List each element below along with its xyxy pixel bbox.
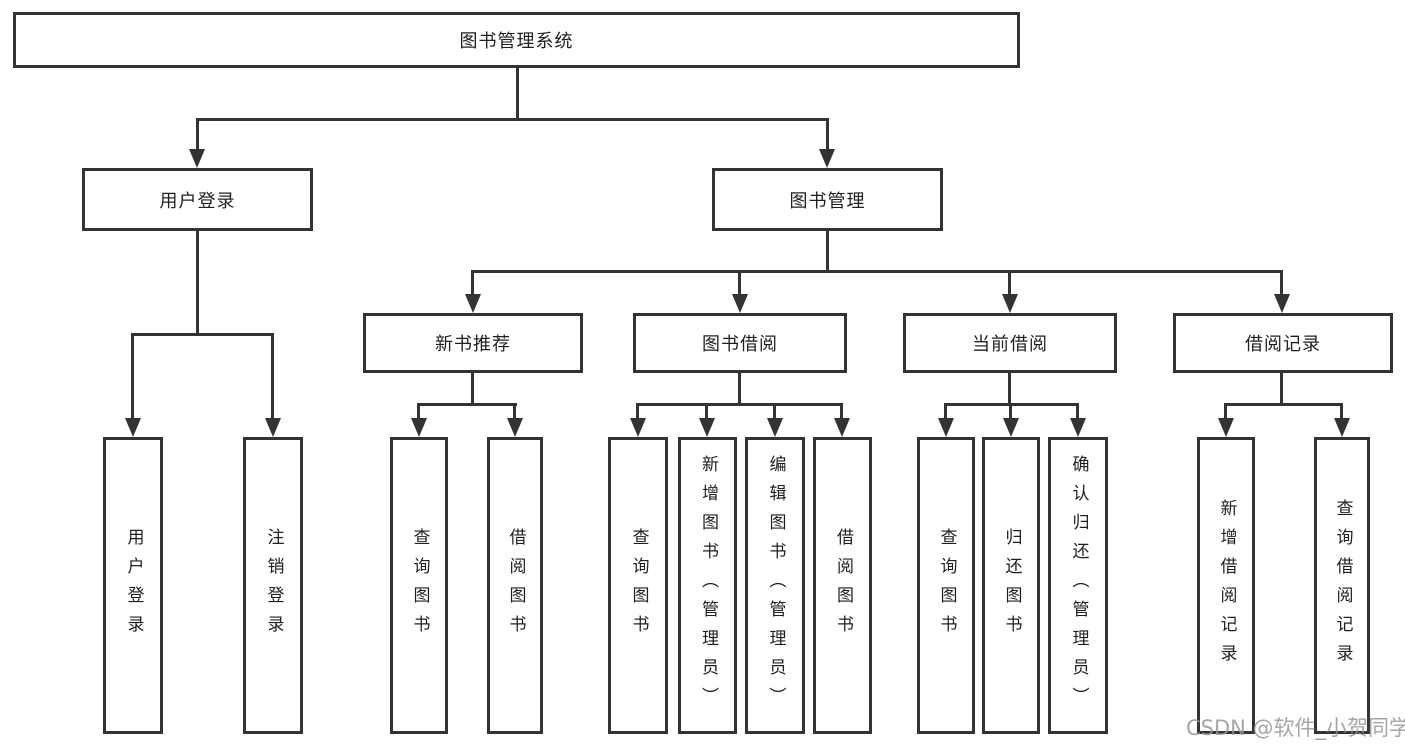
node-new-book-recommend: 新书推荐	[363, 313, 583, 373]
node-label: 借阅记录	[1245, 334, 1321, 355]
arrow-down-icon	[938, 418, 954, 437]
node-system-root: 图书管理系统	[13, 12, 1020, 68]
connector-line	[131, 333, 134, 419]
arrow-down-icon	[767, 418, 783, 437]
node-label: 用户登录	[159, 190, 236, 212]
arrow-down-icon	[834, 418, 850, 437]
connector-line	[513, 403, 516, 419]
connector-line	[471, 270, 1282, 273]
connector-line	[131, 333, 274, 336]
arrow-down-icon	[1003, 418, 1019, 437]
leaf-label: 新增图书（管理员）	[698, 455, 718, 716]
leaf-query-borrow-record: 查询借阅记录	[1314, 437, 1370, 734]
node-borrow-records: 借阅记录	[1173, 313, 1393, 373]
arrow-down-icon	[1218, 418, 1234, 437]
connector-line	[516, 68, 519, 120]
node-label: 图书借阅	[702, 334, 778, 355]
leaf-query-book-recommend: 查询图书	[390, 437, 448, 734]
leaf-query-book-current: 查询图书	[917, 437, 975, 734]
connector-line	[1076, 403, 1079, 419]
leaf-add-borrow-record: 新增借阅记录	[1197, 437, 1255, 734]
leaf-borrow-book-recommend: 借阅图书	[487, 437, 543, 734]
connector-line	[1280, 373, 1283, 405]
arrow-down-icon	[732, 294, 748, 313]
leaf-logout: 注销登录	[243, 437, 303, 734]
leaf-query-book-borrow: 查询图书	[608, 437, 668, 734]
arrow-down-icon	[189, 149, 205, 168]
connector-line	[738, 270, 741, 297]
connector-line	[826, 231, 829, 272]
csdn-watermark: CSDN @软件_小贺同学	[1186, 716, 1405, 740]
leaf-label: 借阅图书	[505, 527, 526, 644]
node-user-login: 用户登录	[82, 168, 313, 231]
node-current-borrow: 当前借阅	[903, 313, 1117, 373]
connector-line	[944, 403, 947, 419]
leaf-label: 用户登录	[123, 527, 144, 644]
leaf-user-login: 用户登录	[103, 437, 163, 734]
connector-line	[471, 373, 474, 405]
connector-line	[1224, 403, 1343, 406]
connector-line	[636, 403, 842, 406]
arrow-down-icon	[1002, 294, 1018, 313]
connector-line	[1340, 403, 1343, 419]
leaf-label: 注销登录	[263, 527, 284, 644]
connector-line	[1008, 270, 1011, 297]
connector-line	[1224, 403, 1227, 419]
connector-line	[417, 403, 517, 406]
leaf-add-book-admin: 新增图书（管理员）	[678, 437, 737, 734]
connector-line	[1008, 373, 1011, 405]
leaf-return-book: 归还图书	[982, 437, 1040, 734]
leaf-label: 查询图书	[628, 527, 649, 644]
leaf-label: 确认归还（管理员）	[1068, 455, 1089, 716]
connector-line	[738, 373, 741, 405]
leaf-label: 编辑图书（管理员）	[765, 455, 786, 716]
leaf-label: 查询借阅记录	[1332, 498, 1353, 673]
arrow-down-icon	[1274, 294, 1290, 313]
connector-line	[1009, 403, 1012, 419]
leaf-confirm-return-admin: 确认归还（管理员）	[1048, 437, 1108, 734]
node-book-management: 图书管理	[712, 168, 943, 231]
connector-line	[1280, 270, 1283, 297]
arrow-down-icon	[125, 418, 141, 437]
leaf-label: 归还图书	[1001, 527, 1022, 644]
leaf-edit-book-admin: 编辑图书（管理员）	[745, 437, 805, 734]
arrow-down-icon	[1070, 418, 1086, 437]
connector-line	[636, 403, 639, 419]
connector-line	[773, 403, 776, 419]
leaf-label: 查询图书	[936, 527, 957, 644]
arrow-down-icon	[1334, 418, 1350, 437]
leaf-label: 查询图书	[409, 527, 430, 644]
connector-line	[840, 403, 843, 419]
leaf-borrow-book: 借阅图书	[813, 437, 872, 734]
arrow-down-icon	[265, 418, 281, 437]
arrow-down-icon	[819, 149, 835, 168]
node-label: 新书推荐	[435, 334, 511, 355]
arrow-down-icon	[507, 418, 523, 437]
arrow-down-icon	[465, 294, 481, 313]
arrow-down-icon	[699, 418, 715, 437]
node-label: 当前借阅	[972, 334, 1048, 355]
connector-line	[417, 403, 420, 419]
connector-line	[196, 118, 829, 121]
node-book-borrow: 图书借阅	[633, 313, 847, 373]
leaf-label: 借阅图书	[833, 527, 853, 644]
arrow-down-icon	[630, 418, 646, 437]
node-label: 图书管理	[789, 190, 866, 212]
connector-line	[471, 270, 474, 297]
connector-line	[705, 403, 708, 419]
connector-line	[826, 118, 829, 151]
arrow-down-icon	[411, 418, 427, 437]
connector-line	[271, 333, 274, 419]
node-label: 图书管理系统	[459, 31, 574, 52]
leaf-label: 新增借阅记录	[1216, 498, 1237, 673]
connector-line	[196, 118, 199, 151]
connector-line	[196, 231, 199, 335]
